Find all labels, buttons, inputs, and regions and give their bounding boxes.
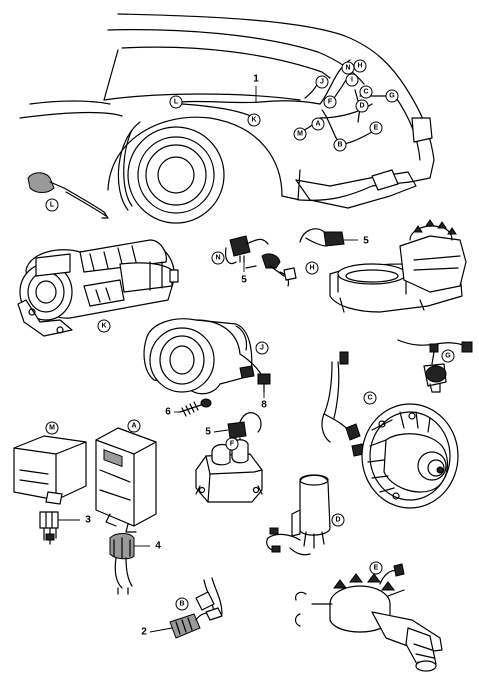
callout-I-car: I — [345, 73, 359, 87]
callout-L-car: L — [169, 95, 183, 109]
part-e-distributor — [294, 563, 443, 672]
part-number-5-left-label: 5 — [241, 275, 247, 286]
part-number-5-mid: 5 — [205, 427, 229, 438]
part-number-2-label: 2 — [141, 627, 147, 638]
part-number-5-top-label: 5 — [363, 236, 369, 247]
callout-E-part: E — [369, 561, 383, 575]
part-number-4-label: 4 — [155, 541, 161, 552]
callout-E-car: E — [369, 121, 383, 135]
callout-G-car: G — [385, 89, 399, 103]
part-c-alternator — [321, 351, 459, 509]
callout-L-part-label: L — [50, 202, 55, 209]
callout-B-car: B — [333, 138, 347, 152]
callout-A-car: A — [311, 117, 325, 131]
connector-4 — [109, 533, 135, 595]
callout-B-part-label: B — [179, 601, 184, 608]
part-h-sensor — [245, 253, 297, 287]
screw-part-6 — [179, 398, 212, 417]
part-g-sender — [397, 339, 473, 393]
callout-A-part: A — [127, 419, 141, 433]
callout-G-part-label: G — [445, 353, 451, 360]
part-number-6-label: 6 — [165, 407, 171, 418]
part-f-relay — [195, 439, 263, 503]
callout-J-car: J — [315, 75, 329, 89]
callout-D-part-label: D — [335, 517, 340, 524]
callout-M-part: M — [45, 421, 59, 435]
callout-K-part-label: K — [101, 323, 106, 330]
callout-H-car-label: H — [357, 63, 362, 70]
callout-M-car-label: M — [297, 131, 303, 138]
part-number-1-label: 1 — [253, 74, 259, 85]
part-d-ignition-coil — [266, 474, 331, 556]
callout-A-car-label: A — [315, 121, 320, 128]
callout-C-part: C — [363, 391, 377, 405]
callout-H-car: H — [353, 59, 367, 73]
connector-5-top — [299, 228, 345, 247]
callout-C-car: C — [359, 85, 373, 99]
callout-H-part: H — [305, 261, 319, 275]
part-number-5-mid-label: 5 — [205, 427, 211, 438]
callout-K-part: K — [97, 319, 111, 333]
callout-J-car-label: J — [320, 79, 324, 86]
callout-N-part-label: N — [215, 255, 220, 262]
part-l-ground-strap — [27, 172, 109, 219]
callout-M-part-label: M — [49, 425, 55, 432]
callout-D-car-label: D — [359, 103, 364, 110]
part-number-1: 1 — [253, 74, 259, 102]
callout-G-car-label: G — [389, 93, 395, 100]
part-m-relay-box — [13, 435, 87, 505]
part-n-connector — [225, 235, 269, 265]
callout-N-car: N — [341, 61, 355, 75]
callout-N-car-label: N — [345, 65, 350, 72]
part-number-5-left: 5 — [241, 262, 247, 286]
wiring-harness-1 — [181, 59, 393, 145]
callout-C-car-label: C — [363, 89, 368, 96]
air-flow-meter-unit — [329, 219, 467, 313]
part-number-4: 4 — [134, 541, 161, 552]
callout-K-car-label: K — [251, 117, 256, 124]
callout-L-part: L — [45, 198, 59, 212]
callout-E-part-label: E — [374, 565, 379, 572]
callout-F-car: F — [323, 95, 337, 109]
callout-G-part: G — [441, 349, 455, 363]
callout-L-car-label: L — [174, 99, 179, 106]
callout-H-part-label: H — [309, 265, 314, 272]
part-b-connector — [169, 577, 223, 639]
callout-F-car-label: F — [328, 99, 333, 106]
callout-D-part: D — [331, 513, 345, 527]
part-a-control-unit — [95, 427, 157, 533]
part-j-blower — [143, 318, 271, 395]
callout-F-part-label: F — [230, 441, 235, 448]
connector-3 — [39, 511, 59, 545]
part-number-5-top: 5 — [344, 236, 369, 247]
car-body-outline — [19, 13, 435, 224]
part-number-8: 8 — [261, 392, 267, 411]
callout-I-car-label: I — [351, 77, 353, 84]
part-number-2: 2 — [141, 627, 173, 638]
callout-B-part: B — [175, 597, 189, 611]
callout-J-part: J — [255, 341, 269, 355]
part-number-6: 6 — [165, 407, 180, 418]
callout-B-car-label: B — [337, 142, 342, 149]
callout-N-part: N — [211, 251, 225, 265]
callout-F-part: F — [225, 437, 239, 451]
part-k-starter-motor — [17, 239, 179, 337]
callout-E-car-label: E — [374, 125, 379, 132]
callout-J-part-label: J — [260, 345, 264, 352]
part-number-3-label: 3 — [85, 515, 91, 526]
callout-C-part-label: C — [367, 395, 372, 402]
callout-K-car: K — [247, 113, 261, 127]
callout-A-part-label: A — [131, 423, 136, 430]
part-number-8-label: 8 — [261, 400, 267, 411]
part-number-3: 3 — [58, 515, 91, 526]
callout-M-car: M — [293, 127, 307, 141]
callout-D-car: D — [355, 99, 369, 113]
